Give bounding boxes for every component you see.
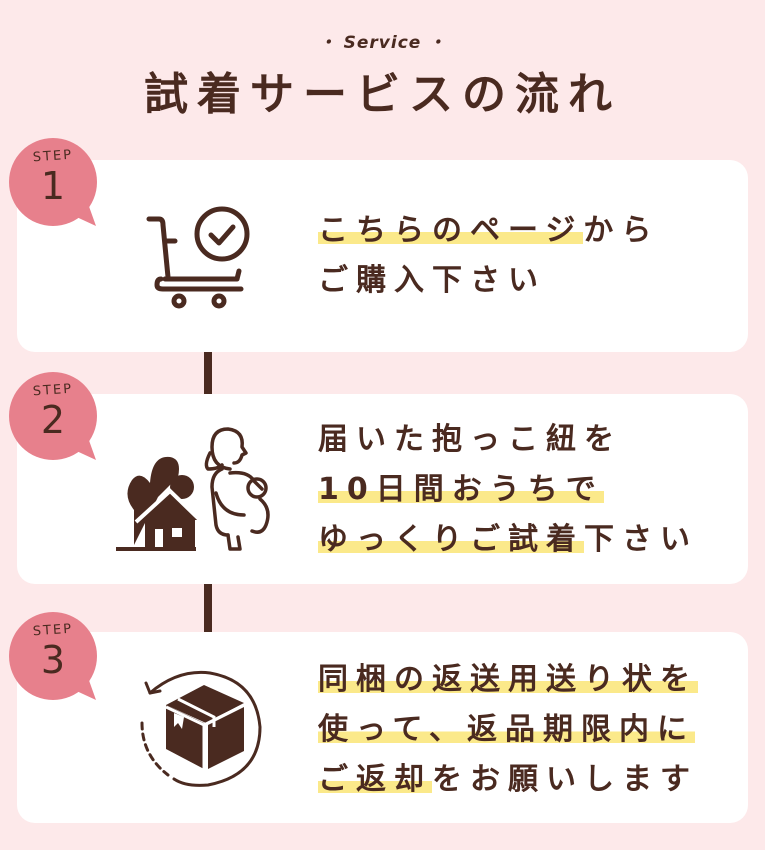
step-badge-2: STEP 2 xyxy=(8,372,100,464)
plain-text: 下さい xyxy=(584,522,698,557)
section-eyebrow: ・ Service ・ xyxy=(318,33,447,53)
highlighted-text: ゆっくりご試着 xyxy=(318,522,584,557)
step-connector xyxy=(204,584,212,632)
highlighted-text: ご返却 xyxy=(318,762,432,797)
shopping-cart-check-icon xyxy=(145,205,250,314)
step-card-1 xyxy=(17,160,748,352)
text-line: 10日間おうちで xyxy=(318,465,698,515)
text-line: 同梱の返送用送り状を xyxy=(318,655,698,705)
step-2-text: 届いた抱っこ紐を 10日間おうちで ゆっくりご試着下さい xyxy=(318,415,698,565)
highlighted-text: こちらのページ xyxy=(318,213,584,248)
step-connector xyxy=(204,352,212,394)
speech-bubble-shape xyxy=(9,372,97,460)
plain-text: ご購入下さい xyxy=(318,263,546,298)
page-title: 試着サービスの流れ xyxy=(144,69,621,120)
plain-text: をお願いします xyxy=(432,762,698,797)
home-baby-carrier-icon xyxy=(112,425,282,564)
step-badge-1: STEP 1 xyxy=(8,138,100,230)
text-line: 使って、返品期限内に xyxy=(318,705,698,755)
step-number: 2 xyxy=(40,398,66,442)
step-number: 3 xyxy=(40,638,66,682)
text-line: こちらのページから xyxy=(318,206,659,256)
package-return-icon xyxy=(138,665,268,799)
text-line: ゆっくりご試着下さい xyxy=(318,515,698,565)
plain-text: から xyxy=(583,213,660,248)
step-badge-3: STEP 3 xyxy=(8,612,100,704)
highlighted-text: 10日間おうちで xyxy=(318,472,604,507)
highlighted-text: 使って、返品期限内に xyxy=(318,712,695,747)
step-3-text: 同梱の返送用送り状を 使って、返品期限内に ご返却をお願いします xyxy=(318,655,698,805)
speech-bubble-shape xyxy=(9,612,97,700)
step-number: 1 xyxy=(40,164,66,208)
plain-text: 届いた抱っこ紐を xyxy=(318,422,622,457)
speech-bubble-shape xyxy=(9,138,97,226)
highlighted-text: 同梱の返送用送り状を xyxy=(318,662,698,697)
text-line: ご返却をお願いします xyxy=(318,755,698,805)
text-line: ご購入下さい xyxy=(318,256,659,306)
step-1-text: こちらのページから ご購入下さい xyxy=(318,206,659,306)
text-line: 届いた抱っこ紐を xyxy=(318,415,698,465)
